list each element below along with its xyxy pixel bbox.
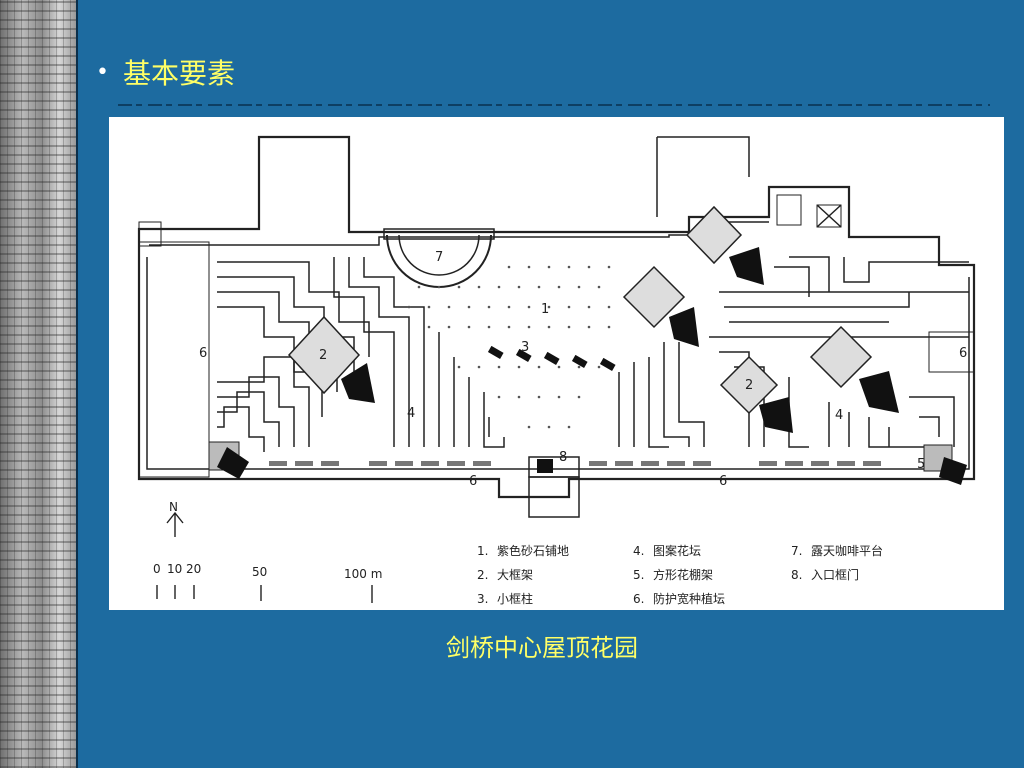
legend-text-3: 小框柱	[497, 591, 533, 606]
label-area-4-west: 4	[407, 406, 415, 421]
scale-tick-0: 0	[153, 562, 161, 576]
legend-text-6: 防护宽种植坛	[653, 591, 725, 606]
label-area-6-south-west: 6	[469, 474, 477, 489]
scale-tick-100: 100 m	[344, 567, 382, 581]
label-area-3: 3	[521, 340, 529, 355]
legend-no-6: 6.	[633, 592, 644, 606]
label-area-2-east: 2	[745, 378, 753, 393]
scale-bar: 0 10 20 50 100 m	[153, 562, 382, 603]
legend-no-1: 1.	[477, 544, 488, 558]
figure-caption: 剑桥中心屋顶花园	[446, 634, 638, 662]
site-plan-drawing: 1 2 2 3 4 4 5 6 6 6 6 7 8 N 0 10 20 50 1…	[137, 135, 976, 606]
slide-title: 基本要素	[122, 57, 235, 90]
legend-no-3: 3.	[477, 592, 488, 606]
legend-no-7: 7.	[791, 544, 802, 558]
legend-no-8: 8.	[791, 568, 802, 582]
legend-text-2: 大框架	[497, 568, 533, 582]
scale-tick-20: 20	[186, 562, 201, 576]
legend-text-1: 紫色砂石铺地	[497, 544, 569, 558]
label-area-4-east: 4	[835, 408, 843, 423]
label-area-6-east: 6	[959, 346, 967, 361]
label-area-5: 5	[917, 457, 925, 472]
north-label: N	[169, 500, 178, 514]
label-area-8: 8	[559, 450, 567, 465]
north-arrow-icon: N	[166, 500, 184, 537]
legend-text-8: 入口框门	[811, 567, 859, 582]
label-area-1: 1	[541, 302, 549, 317]
label-area-2-west: 2	[319, 348, 327, 363]
scale-tick-10: 10	[167, 562, 182, 576]
legend-no-4: 4.	[633, 544, 644, 558]
strip-divider	[76, 0, 78, 768]
site-plan-figure: 1 2 2 3 4 4 5 6 6 6 6 7 8 N 0 10 20 50 1…	[109, 117, 1004, 610]
label-area-6-west: 6	[199, 346, 207, 361]
title-underline	[118, 104, 990, 106]
legend-text-5: 方形花棚架	[653, 567, 713, 582]
label-area-7: 7	[435, 250, 443, 265]
legend-no-5: 5.	[633, 568, 644, 582]
legend-text-7: 露天咖啡平台	[811, 543, 883, 558]
bullet-icon: •	[96, 59, 109, 85]
label-area-6-south-east: 6	[719, 474, 727, 489]
legend: 1. 紫色砂石铺地 2. 大框架 3. 小框柱 4. 图案花坛 5. 方形花棚架…	[477, 543, 883, 606]
decorative-city-strip	[0, 0, 76, 768]
title-row: • 基本要素	[96, 52, 235, 92]
legend-text-4: 图案花坛	[653, 543, 701, 558]
legend-no-2: 2.	[477, 568, 488, 582]
scale-tick-50: 50	[252, 565, 267, 579]
